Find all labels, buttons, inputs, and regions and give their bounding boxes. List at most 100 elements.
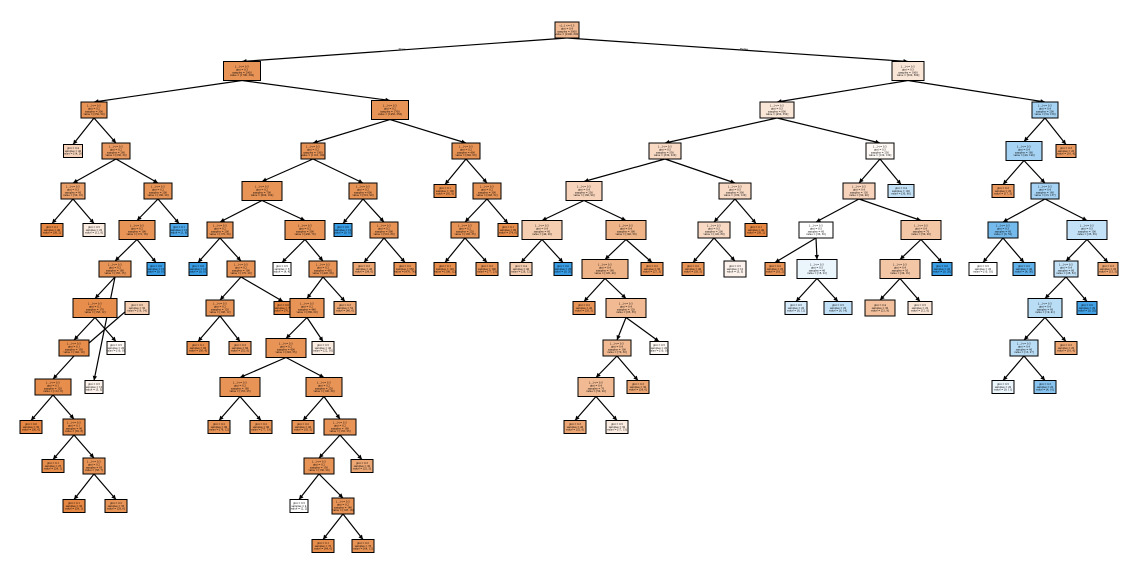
edge-arrowhead (575, 415, 580, 421)
tree-edge (51, 198, 74, 224)
node-text: samples = 220 (315, 387, 333, 390)
node-box (1097, 262, 1119, 276)
node-text: value = [9, 11] (994, 389, 1012, 392)
node-text: samples = 20 (934, 268, 951, 271)
node-text: samples = 250 (871, 151, 889, 154)
node-text: [...] <= 0.5 (87, 460, 101, 463)
node-text: [...] <= 0.5 (1080, 224, 1094, 227)
node-box (1027, 298, 1063, 318)
node-text: gini = 0.4 (578, 188, 590, 191)
node-text: gini = 0.2 (481, 188, 493, 191)
edge-arrowhead (74, 494, 79, 500)
tree-edge (304, 239, 324, 262)
node-box (226, 260, 256, 278)
node-text: gini = 0.2 (307, 148, 319, 151)
edge-arrowhead (1024, 335, 1029, 340)
node-text: samples = 120 (436, 268, 454, 271)
edge-arrowhead (445, 257, 450, 263)
edge-arrowhead (307, 293, 312, 299)
node-text: gini = 0.2 (334, 424, 346, 427)
node-text: value = [17, 13] (607, 429, 627, 432)
tree-edge (1002, 160, 1025, 185)
node-text: samples = 100 (478, 268, 496, 271)
branch-label-true: True (398, 47, 405, 51)
node-text: value = [140, 10] (63, 351, 84, 354)
node-text: [...] <= 0.5 (598, 263, 612, 266)
tree-edge (72, 117, 95, 145)
edge-arrowhead (220, 295, 225, 300)
edge-arrowhead (89, 218, 94, 224)
node-text: gini = 0.5 (659, 148, 671, 151)
tree-edge (664, 117, 778, 144)
node-text: samples = 40 (809, 269, 826, 272)
node-text: samples = 250 (575, 191, 593, 194)
node-text: samples = 10 (171, 229, 188, 232)
node-text: samples = 40 (513, 268, 530, 271)
node-text: value = [180, 120] (724, 194, 747, 197)
edge-arrowhead (262, 177, 268, 182)
node-text: [...] <= 0.5 (893, 263, 907, 266)
tree-edge (595, 396, 618, 421)
node-text: gini = 0.5 (131, 304, 143, 307)
node-text: samples = 550 (656, 151, 674, 154)
node-text: gini = 0.5 (729, 188, 741, 191)
node-box (62, 499, 86, 513)
tree-edge (197, 315, 221, 342)
node-text: value = [78, 12] (209, 429, 229, 432)
node-text: samples = 190 (128, 230, 146, 233)
tree-edge (94, 276, 116, 299)
node-text: samples = 4 (292, 505, 307, 508)
tree-edge (1065, 276, 1088, 302)
node-text: samples = 40 (65, 150, 82, 153)
node-text: [...] <= 0.5 (707, 224, 721, 227)
tree-edge (713, 237, 736, 262)
node-text: gini = 0.2 (88, 107, 100, 110)
node-box (572, 301, 596, 315)
tree-edge (583, 158, 666, 183)
node-text: samples = 200 (149, 191, 167, 194)
node-text: samples = 20 (1100, 268, 1117, 271)
node-text: gini = 0.1 (68, 502, 80, 505)
tree-edge (219, 315, 241, 342)
node-text: value = [22, 18] (313, 350, 333, 353)
tree-edge (285, 356, 325, 379)
node-text: value = [185, 35] (454, 233, 475, 236)
node-text: samples = 40 (567, 426, 584, 429)
node-text: [...] <= 0.5 (87, 104, 101, 107)
edge-arrowhead (73, 139, 78, 145)
node-text: value = [2200, 800] (555, 33, 579, 36)
tree-edge (136, 239, 157, 263)
node-text: samples = 1000 (898, 71, 918, 74)
node-text: gini = 0.5 (611, 423, 623, 426)
tree-edge (1065, 239, 1088, 262)
node-text: value = [50, 20] (911, 233, 931, 236)
node-text: gini = 0.2 (214, 305, 226, 308)
node-text: [...] <= 0.5 (1059, 263, 1073, 266)
node-text: samples = 40 (44, 229, 61, 232)
node-text: samples = 120 (44, 387, 62, 390)
edge-arrowhead (92, 375, 98, 381)
node-box (82, 223, 106, 237)
tree-edge (312, 158, 364, 184)
node-text: gini = 0.4 (1039, 188, 1051, 191)
node-text: samples = 1700 (380, 110, 400, 113)
node-text: value = [450, 350] (766, 113, 789, 116)
node-text: value = [140, 50] (615, 233, 636, 236)
node-text: value = [345, 55] (275, 351, 296, 354)
node-text: [...] <= 0.5 (577, 185, 591, 188)
tree-edge (281, 239, 306, 263)
